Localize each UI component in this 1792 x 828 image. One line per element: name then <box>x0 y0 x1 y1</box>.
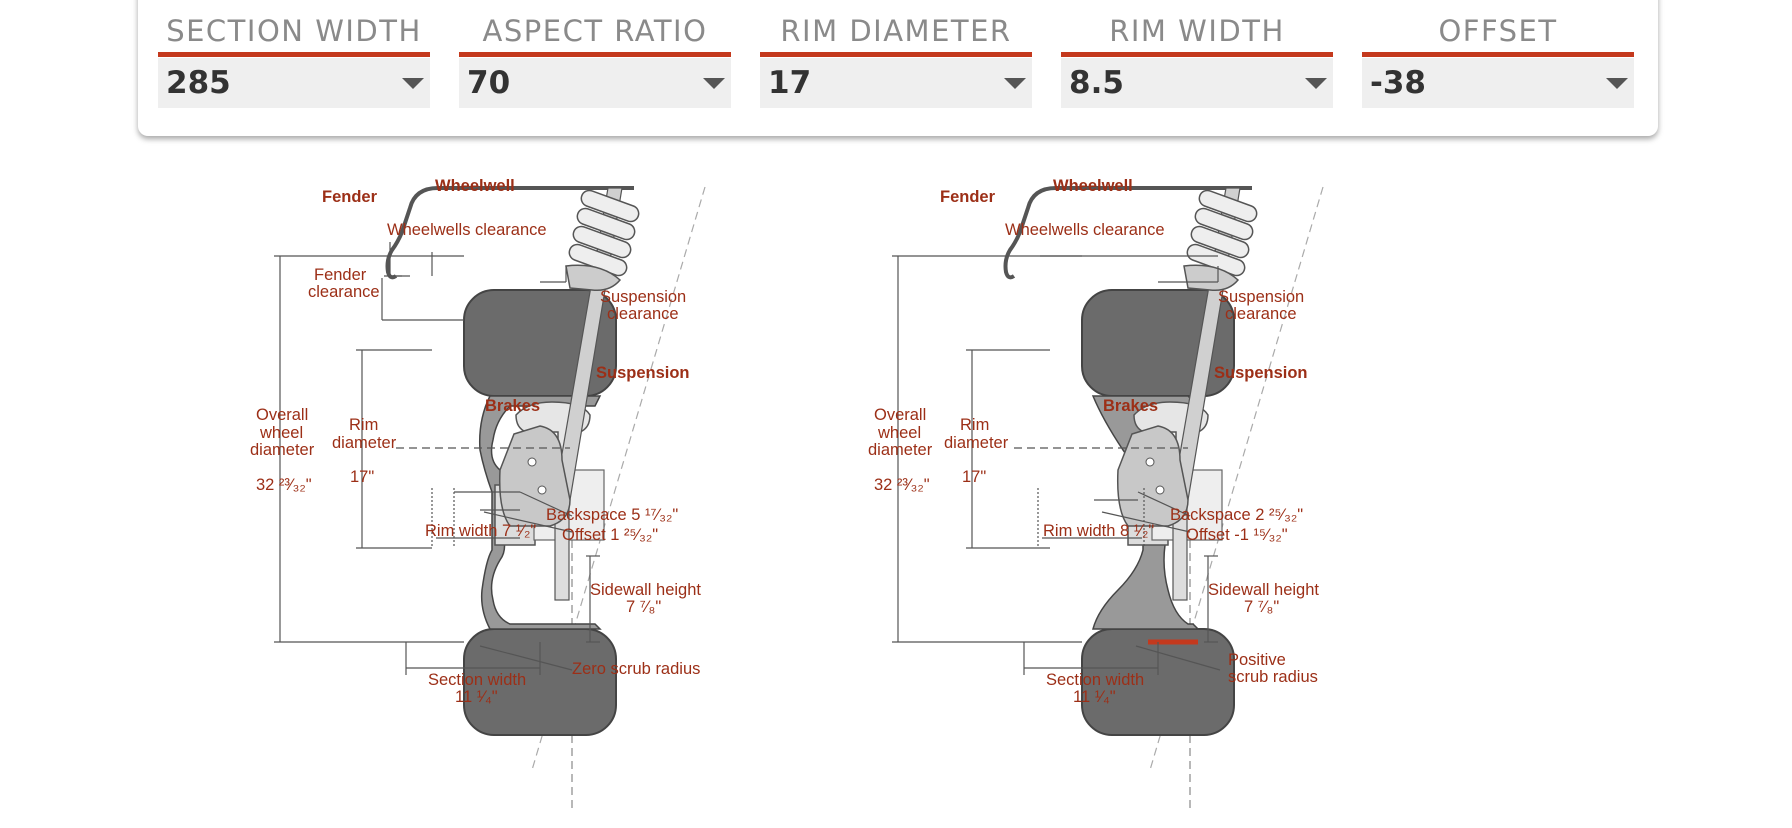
overall-diameter-label-2: wheel <box>877 424 921 442</box>
coil-spring <box>1186 189 1258 277</box>
field-accent-bar <box>1061 52 1333 57</box>
tire-selector-panel: SECTION WIDTH 285 ASPECT RATIO 70 RIM DI… <box>138 0 1658 136</box>
rim-width-value: 8.5 <box>1069 65 1124 101</box>
offset-label: Offset -1 ¹⁵⁄₃₂" <box>1186 526 1288 544</box>
field-accent-bar <box>459 52 731 57</box>
wheelwells-clearance-label: Wheelwells clearance <box>387 221 547 239</box>
offset-label: OFFSET <box>1438 14 1558 48</box>
overall-diameter-value: 32 ²³⁄₃₂" <box>256 476 312 494</box>
dimension-lines <box>274 242 600 675</box>
rim-diameter-label-1: Rim <box>349 416 378 434</box>
offset-value: -38 <box>1370 65 1427 101</box>
sidewall-height-label-1: Sidewall height <box>1208 581 1319 599</box>
rim-diameter-value: 17" <box>962 468 986 486</box>
aspect-ratio-value: 70 <box>467 65 511 101</box>
offset-label: Offset 1 ²⁵⁄₃₂" <box>562 526 658 544</box>
wheelwells-clearance-label: Wheelwells clearance <box>1005 221 1165 239</box>
rim-diameter-select[interactable]: 17 <box>760 58 1032 108</box>
steering-axis-line <box>1149 186 1324 771</box>
field-accent-bar <box>1362 52 1634 57</box>
fender-clearance-label-2: clearance <box>308 283 380 301</box>
rim-diameter-label-2: diameter <box>944 434 1009 452</box>
overall-diameter-label-1: Overall <box>874 406 926 424</box>
scrub-radius-label-1: Zero scrub radius <box>572 660 700 678</box>
fender-label: Fender <box>940 188 996 206</box>
scrub-radius-label-2: scrub radius <box>1228 668 1318 686</box>
section-width-label-2: 11 ¹⁄₄" <box>455 688 498 706</box>
section-width-value: 285 <box>166 65 231 101</box>
fender-outline <box>1003 186 1252 280</box>
spring-seat <box>565 264 622 292</box>
section-width-label-1: Section width <box>428 671 526 689</box>
caret-down-icon <box>1004 78 1026 89</box>
field-accent-bar <box>760 52 1032 57</box>
overall-diameter-label-1: Overall <box>256 406 308 424</box>
caret-down-icon <box>402 78 424 89</box>
aspect-ratio-label: ASPECT RATIO <box>482 14 708 48</box>
knuckle <box>1116 425 1189 527</box>
overall-diameter-label-3: diameter <box>868 441 933 459</box>
caret-down-icon <box>1606 78 1628 89</box>
fender-clearance-label-1: Fender <box>314 266 367 284</box>
suspension-clearance-label-2: clearance <box>607 305 679 323</box>
rim-width-label: RIM WIDTH <box>1109 14 1285 48</box>
suspension-clearance-label-1: Suspension <box>600 288 686 306</box>
section-width-select[interactable]: 285 <box>158 58 430 108</box>
caret-down-icon <box>703 78 725 89</box>
section-width-label-1: Section width <box>1046 671 1144 689</box>
suspension-label: Suspension <box>1214 364 1308 382</box>
overall-diameter-label-2: wheel <box>259 424 303 442</box>
suspension-label: Suspension <box>596 364 690 382</box>
rim-diameter-label-1: Rim <box>960 416 989 434</box>
wheelwell-label: Wheelwell <box>435 177 515 195</box>
rim-diameter-value: 17 <box>768 65 812 101</box>
rim-width-select[interactable]: 8.5 <box>1061 58 1333 108</box>
knuckle <box>498 425 571 527</box>
offset-select[interactable]: -38 <box>1362 58 1634 108</box>
scrub-radius-label-1: Positive <box>1228 651 1286 669</box>
fender-outline <box>385 186 634 280</box>
overall-diameter-value: 32 ²³⁄₃₂" <box>874 476 930 494</box>
field-accent-bar <box>158 52 430 57</box>
sidewall-height-label-2: 7 ⁷⁄₈" <box>1244 598 1279 616</box>
rim-width-label: Rim width 7 ¹⁄₂" <box>425 522 536 540</box>
coil-spring <box>568 189 640 277</box>
wheel-diagram-new: Fender Wheelwell Wheelwells clearance Su… <box>868 177 1324 810</box>
brakes-label: Brakes <box>1103 397 1158 415</box>
sidewall-height-label-1: Sidewall height <box>590 581 701 599</box>
wheelwell-label: Wheelwell <box>1053 177 1133 195</box>
sidewall-height-label-2: 7 ⁷⁄₈" <box>626 598 661 616</box>
wheel-diagram-current: Fender Wheelwell Wheelwells clearance Fe… <box>250 177 706 810</box>
section-width-label-2: 11 ¹⁄₄" <box>1073 688 1116 706</box>
dimension-lines <box>892 255 1221 675</box>
fender-label: Fender <box>322 188 378 206</box>
brakes-label: Brakes <box>485 397 540 415</box>
aspect-ratio-select[interactable]: 70 <box>459 58 731 108</box>
caret-down-icon <box>1305 78 1327 89</box>
backspace-label: Backspace 2 ²⁵⁄₃₂" <box>1170 506 1303 524</box>
overall-diameter-label-3: diameter <box>250 441 315 459</box>
rim-diameter-value: 17" <box>350 468 374 486</box>
suspension-clearance-label-1: Suspension <box>1218 288 1304 306</box>
rim-diameter-label: RIM DIAMETER <box>780 14 1012 48</box>
rim-profile <box>478 395 602 630</box>
backspace-label: Backspace 5 ¹⁷⁄₃₂" <box>546 506 678 524</box>
steering-axis-line <box>531 186 706 771</box>
rim-diameter-label-2: diameter <box>332 434 397 452</box>
section-width-label: SECTION WIDTH <box>166 14 422 48</box>
rim-width-label: Rim width 8 ¹⁄₂" <box>1043 522 1154 540</box>
suspension-clearance-label-2: clearance <box>1225 305 1297 323</box>
spring-seat <box>1183 264 1240 292</box>
